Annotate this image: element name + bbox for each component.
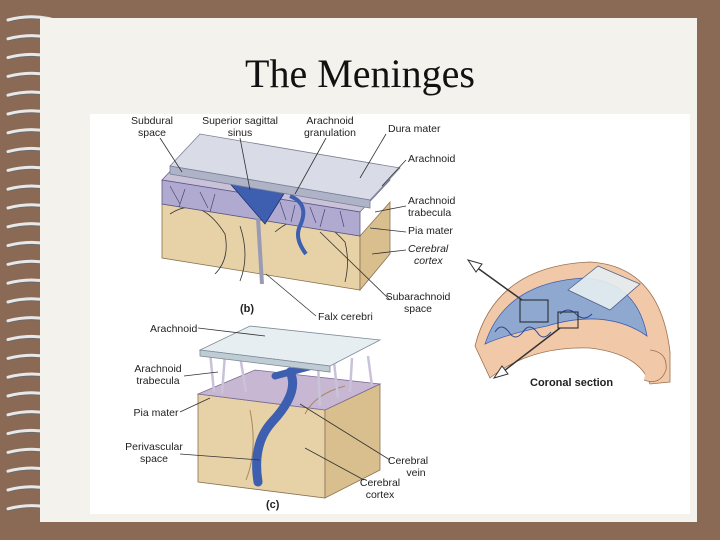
- top-cortex-side: [359, 200, 391, 292]
- label-superior-sagittal-sinus-1: Superior sagittal: [202, 115, 278, 127]
- top-trabecula-web: [169, 185, 345, 228]
- top-block: [161, 133, 401, 292]
- label-subarachnoid-space-1: Subarachnoid: [386, 291, 451, 303]
- meninges-diagram: Subdural space Superior sagittal sinus A…: [90, 114, 690, 514]
- label-cerebral-cortex-top-2: cortex: [414, 255, 443, 267]
- top-leader-lines: [159, 133, 407, 317]
- label-pia-mater-top: Pia mater: [408, 225, 453, 237]
- label-panel-c: (c): [266, 499, 280, 511]
- label-pia-mater-bottom: Pia mater: [134, 407, 179, 419]
- ear: [643, 349, 667, 383]
- cerebral-vein: [252, 367, 298, 487]
- label-arachnoid-bottom: Arachnoid: [150, 323, 197, 335]
- zoom-box-b: [519, 299, 549, 323]
- brain-folds: [494, 309, 593, 338]
- label-arachnoid-top: Arachnoid: [408, 153, 455, 165]
- top-labels: Subdural space Superior sagittal sinus A…: [131, 115, 455, 323]
- label-arachnoid-granulation-1: Arachnoid: [306, 115, 353, 127]
- label-subdural-space-2: space: [138, 127, 166, 139]
- coronal-section-inset: Coronal section: [466, 259, 671, 389]
- bottom-block: [196, 325, 382, 499]
- label-arachnoid-trabecula-bottom-1: Arachnoid: [134, 363, 181, 375]
- falx-cerebri: [256, 217, 264, 285]
- label-cerebral-vein-2: vein: [406, 467, 425, 479]
- label-cerebral-cortex-bottom-1: Cerebral: [360, 477, 400, 489]
- top-vessel: [289, 194, 308, 256]
- label-subarachnoid-space-2: space: [404, 303, 432, 315]
- bottom-trabecula-web: [208, 351, 374, 407]
- label-panel-b: (b): [240, 303, 254, 315]
- label-cerebral-cortex-top-1: Cerebral: [408, 243, 449, 255]
- label-coronal-section: Coronal section: [530, 377, 613, 389]
- label-arachnoid-trabecula-bottom-2: trabecula: [136, 375, 179, 387]
- label-arachnoid-trabecula-top-2: trabecula: [408, 207, 451, 219]
- label-superior-sagittal-sinus-2: sinus: [228, 127, 253, 139]
- label-subdural-space-1: Subdural: [131, 115, 173, 127]
- label-cerebral-vein-1: Cerebral: [388, 455, 428, 467]
- page-title: The Meninges: [245, 51, 475, 96]
- section-plane: [567, 265, 641, 311]
- label-perivascular-space-2: space: [140, 453, 168, 465]
- arrow-to-b: [471, 263, 523, 301]
- label-arachnoid-granulation-2: granulation: [304, 127, 356, 139]
- label-dura-mater: Dura mater: [388, 123, 441, 135]
- bottom-arachnoid-edge: [199, 349, 331, 373]
- arrow-to-c: [499, 327, 561, 375]
- bottom-labels: Arachnoid Arachnoid trabecula Pia mater …: [125, 323, 428, 511]
- bottom-leader-lines: [179, 327, 391, 481]
- label-perivascular-space-1: Perivascular: [125, 441, 183, 453]
- label-arachnoid-trabecula-top-1: Arachnoid: [408, 195, 455, 207]
- arrow-head-b: [466, 259, 483, 273]
- zoom-box-c: [557, 311, 579, 329]
- arrow-head-c: [492, 365, 509, 379]
- dura-mater-edge: [169, 165, 371, 209]
- label-cerebral-cortex-bottom-2: cortex: [366, 489, 395, 501]
- label-falx-cerebri: Falx cerebri: [318, 311, 373, 323]
